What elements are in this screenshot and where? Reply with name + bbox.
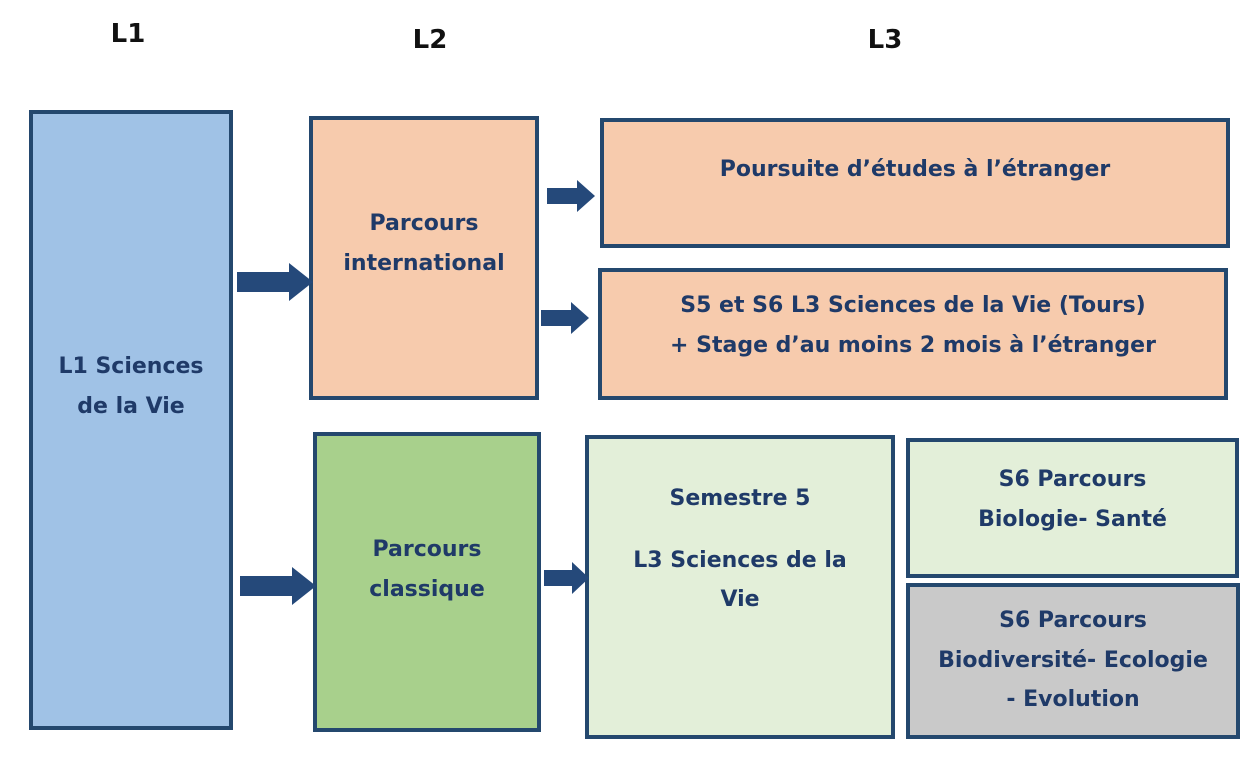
arrow-international-to-poursuite-icon	[547, 180, 595, 212]
s6-bee-line-3: - Evolution	[1006, 687, 1140, 713]
semestre-5-line-2: L3 Sciences de la	[633, 547, 847, 573]
s5-s6-l3-tours-box: S5 et S6 L3 Sciences de la Vie (Tours) +…	[598, 268, 1228, 400]
poursuite-etudes-line: Poursuite d’études à l’étranger	[719, 157, 1111, 182]
s6-biologie-sante-box: S6 Parcours Biologie- Santé	[906, 438, 1239, 578]
s6-bee-line-2: Biodiversité- Ecologie	[938, 647, 1208, 673]
parcours-international-line-2: international	[343, 250, 505, 276]
arrow-l1-to-classique-icon	[240, 567, 316, 605]
l1-sciences-de-la-vie-box: L1 Sciences de la Vie	[29, 110, 233, 730]
arrow-international-to-s5s6-icon	[541, 302, 589, 334]
arrow-l1-to-international-icon	[237, 263, 313, 301]
s6-bee-line-1: S6 Parcours	[999, 608, 1147, 633]
parcours-classique-line-2: classique	[369, 576, 485, 602]
s6-bio-sante-line-1: S6 Parcours	[998, 467, 1147, 492]
l1-box-line-1: L1 Sciences	[58, 354, 204, 380]
column-header-l3: L3	[867, 25, 903, 55]
column-header-l1: L1	[110, 19, 146, 49]
parcours-classique-box: Parcours classique	[313, 432, 541, 732]
poursuite-etudes-etranger-box: Poursuite d’études à l’étranger	[600, 118, 1230, 248]
s5-s6-line-2: + Stage d’au moins 2 mois à l’étranger	[670, 332, 1156, 358]
s6-bio-sante-line-2: Biologie- Santé	[978, 506, 1167, 532]
s6-biodiversite-ecologie-evolution-box: S6 Parcours Biodiversité- Ecologie - Evo…	[906, 583, 1240, 739]
s5-s6-line-1: S5 et S6 L3 Sciences de la Vie (Tours)	[680, 293, 1146, 318]
semestre-5-line-3: Vie	[720, 587, 760, 613]
parcours-international-line-1: Parcours	[369, 211, 479, 236]
l1-box-line-2: de la Vie	[77, 394, 185, 419]
semestre-5-box: Semestre 5 L3 Sciences de la Vie	[585, 435, 895, 739]
parcours-international-box: Parcours international	[309, 116, 539, 400]
semestre-5-line-1: Semestre 5	[669, 486, 811, 511]
arrow-classique-to-semestre5-icon	[544, 562, 589, 594]
parcours-classique-line-1: Parcours	[372, 537, 482, 562]
column-header-l2: L2	[412, 25, 448, 55]
